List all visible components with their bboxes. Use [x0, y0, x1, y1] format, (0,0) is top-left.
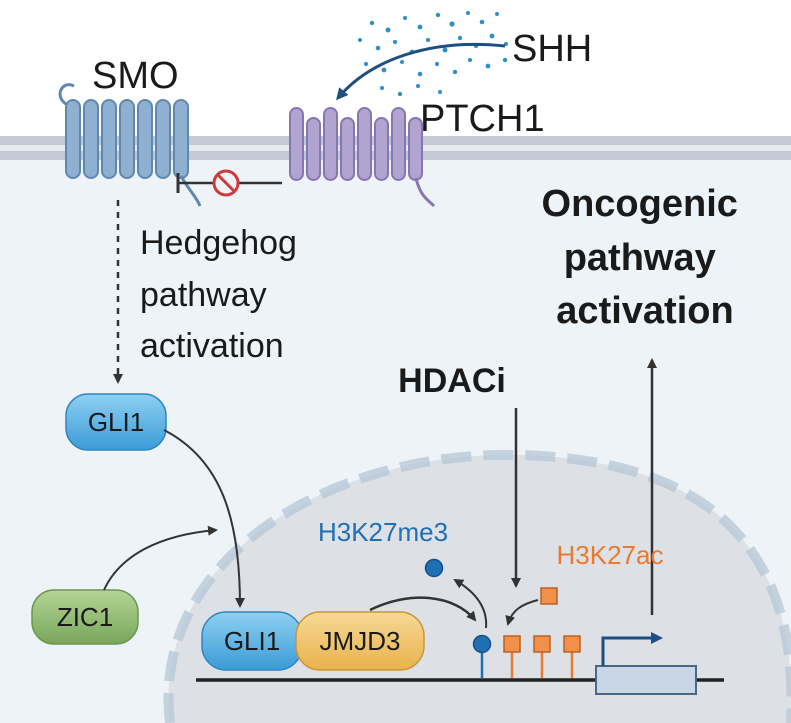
transcription-start-arrow — [601, 632, 663, 666]
shh-binding-arrow — [336, 42, 506, 101]
h3k27ac-addition-arrow — [505, 599, 539, 626]
gli1-top-label: GLI1 — [88, 407, 144, 437]
h3k27ac-label: H3K27ac — [557, 540, 664, 570]
ptch1-label: PTCH1 — [420, 98, 545, 140]
smo-receptor — [58, 83, 202, 207]
gli1-cytoplasm: GLI1 — [65, 393, 167, 451]
zic1-arrow — [103, 525, 218, 591]
jmjd3-demethylation-arrow — [369, 596, 477, 622]
zic1-protein: ZIC1 — [31, 589, 139, 645]
jmjd3-label: JMJD3 — [320, 626, 401, 656]
h3k27ac-free-mark — [540, 587, 558, 605]
shh-ligand-dots — [358, 11, 508, 97]
h3k27ac-marks — [503, 635, 581, 678]
oncogenic-label: Oncogenic pathway activation — [542, 183, 749, 332]
hdaci-label: HDACi — [398, 362, 506, 400]
h3k27me3-removal-arrow — [453, 578, 488, 629]
target-gene — [595, 632, 697, 695]
h3k27me3-label: H3K27me3 — [318, 517, 448, 547]
gli1-bottom-label: GLI1 — [224, 626, 280, 656]
jmjd3-protein: JMJD3 — [295, 611, 425, 671]
h3k27me3-mark — [472, 634, 492, 678]
ptch1-receptor — [289, 107, 436, 208]
hedgehog-label: Hedgehog pathway activation — [140, 224, 306, 365]
gli1-nuclear: GLI1 — [201, 611, 303, 671]
h3k27me3-released-mark — [424, 558, 444, 578]
zic1-label: ZIC1 — [57, 602, 113, 632]
shh-label: SHH — [512, 28, 592, 70]
smo-label: SMO — [92, 55, 179, 97]
inhibition-symbol — [176, 169, 282, 197]
gli1-translocation-arrow — [163, 429, 245, 608]
